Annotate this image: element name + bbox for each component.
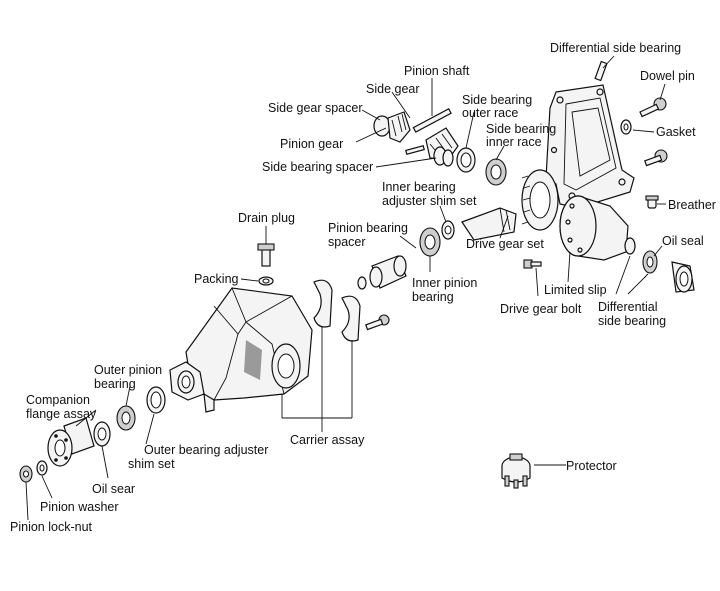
label-side-gear: Side gear xyxy=(366,82,420,96)
cover-bolt-bottom xyxy=(644,149,668,167)
label-oil-sear: Oil sear xyxy=(92,482,135,496)
drain-plug-part xyxy=(257,243,275,267)
pinion-shaft-part xyxy=(412,108,452,133)
pinion-gear-part xyxy=(387,111,411,143)
differential-side-bearing-right xyxy=(642,250,658,274)
leader-lines xyxy=(25,55,666,521)
label-companion-flange-assay: Companion flange assay xyxy=(26,393,97,421)
label-drain-plug: Drain plug xyxy=(238,211,295,225)
carrier-cap-right xyxy=(341,295,361,342)
rear-cover-plate xyxy=(545,84,635,209)
side-bearing-outer-race-part xyxy=(456,147,476,173)
label-outer-bearing-adjuster-line2: shim set xyxy=(128,457,175,471)
gasket-ring xyxy=(620,119,632,135)
label-inner-pinion-bearing-line1: Inner pinion xyxy=(412,276,477,290)
label-outer-pinion-bearing-line2: bearing xyxy=(94,377,136,391)
label-side-bearing-outer-race: Side bearing outer race xyxy=(462,93,536,120)
label-diff-side-bearing-line1: Differential xyxy=(598,300,658,314)
carrier-cap-left xyxy=(313,279,333,328)
pinion-lock-nut-part xyxy=(19,465,33,483)
label-companion-flange-line2: flange assay xyxy=(26,407,97,421)
label-outer-bearing-adjuster-shim-set: Outer bearing adjuster shim set xyxy=(128,443,272,471)
labels: Differential side bearing Dowel pin Pini… xyxy=(10,41,716,534)
label-differential-side-bearing-top: Differential side bearing xyxy=(550,41,681,55)
label-inner-bearing-line1: Inner bearing xyxy=(382,180,456,194)
outer-bearing-adjuster-shim-part xyxy=(146,386,166,414)
carrier-housing xyxy=(169,287,313,413)
label-pinion-bearing-spacer: Pinion bearing spacer xyxy=(328,221,411,249)
label-pinion-bearing-spacer-line2: spacer xyxy=(328,235,366,249)
cover-bolt-top xyxy=(639,97,667,118)
label-companion-flange-line1: Companion xyxy=(26,393,90,407)
label-drive-gear-set: Drive gear set xyxy=(466,237,544,251)
label-pinion-lock-nut: Pinion lock-nut xyxy=(10,520,93,534)
label-pinion-shaft: Pinion shaft xyxy=(404,64,470,78)
label-side-bearing-spacer: Side bearing spacer xyxy=(262,160,373,174)
label-side-bearing-inner-race-line2: inner race xyxy=(486,135,542,149)
label-breather: Breather xyxy=(668,198,716,212)
label-pinion-washer: Pinion washer xyxy=(40,500,119,514)
packing-part xyxy=(258,276,274,286)
pinion-bearing-spacer-part xyxy=(369,255,407,289)
outer-pinion-bearing-part xyxy=(116,405,136,431)
label-gasket: Gasket xyxy=(656,125,696,139)
companion-flange-part xyxy=(47,417,95,467)
label-inner-bearing-line2: adjuster shim set xyxy=(382,194,477,208)
label-packing: Packing xyxy=(194,272,239,286)
limited-slip-part xyxy=(559,195,636,261)
label-pinion-gear: Pinion gear xyxy=(280,137,343,151)
label-protector: Protector xyxy=(566,459,617,473)
pinion-washer-part xyxy=(36,460,48,476)
label-outer-bearing-adjuster-line1: Outer bearing adjuster xyxy=(144,443,268,457)
inner-bearing-adjuster-shim xyxy=(441,220,455,240)
label-inner-pinion-bearing: Inner pinion bearing xyxy=(412,276,481,304)
label-drive-gear-bolt: Drive gear bolt xyxy=(500,302,582,316)
label-dowel-pin: Dowel pin xyxy=(640,69,695,83)
label-side-bearing-inner-race-line1: Side bearing xyxy=(486,122,556,136)
breather-part xyxy=(645,195,659,209)
small-pin xyxy=(405,145,425,155)
label-inner-pinion-bearing-line2: bearing xyxy=(412,290,454,304)
label-differential-side-bearing-bottom: Differential side bearing xyxy=(598,300,666,328)
protector-part xyxy=(501,453,531,489)
label-pinion-bearing-spacer-line1: Pinion bearing xyxy=(328,221,408,235)
side-bearing-spacer-part xyxy=(433,146,454,167)
label-side-bearing-inner-race: Side bearing inner race xyxy=(486,122,560,149)
oil-seal-right xyxy=(671,261,695,293)
label-outer-pinion-bearing: Outer pinion bearing xyxy=(94,363,166,391)
inner-pinion-bearing-part xyxy=(419,227,441,257)
label-diff-side-bearing-line2: side bearing xyxy=(598,314,666,328)
drive-gear-bolt-part xyxy=(523,259,542,269)
label-oil-seal: Oil seal xyxy=(662,234,704,248)
label-limited-slip: Limited slip xyxy=(544,283,607,297)
carrier-bolt xyxy=(365,314,390,331)
label-side-gear-spacer: Side gear spacer xyxy=(268,101,363,115)
side-bearing-inner-race-part xyxy=(485,158,507,186)
label-side-bearing-outer-race-line1: Side bearing xyxy=(462,93,532,107)
label-carrier-assay: Carrier assay xyxy=(290,433,365,447)
dowel-pin-part xyxy=(594,60,608,82)
washer-small xyxy=(357,276,367,290)
label-inner-bearing-adjuster-shim-set: Inner bearing adjuster shim set xyxy=(382,180,477,208)
label-side-bearing-outer-race-line2: outer race xyxy=(462,106,518,120)
label-outer-pinion-bearing-line1: Outer pinion xyxy=(94,363,162,377)
oil-sear-part xyxy=(93,421,111,447)
